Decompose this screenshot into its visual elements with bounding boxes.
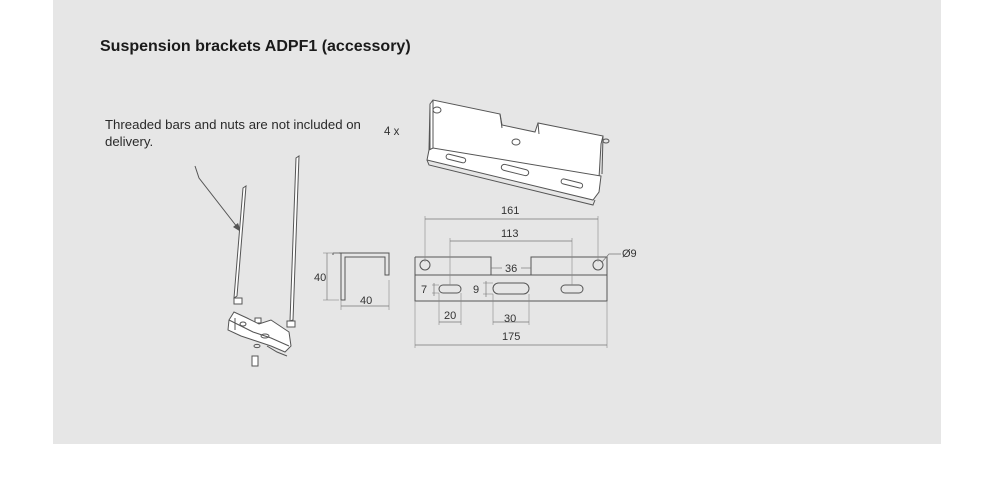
delivery-note: Threaded bars and nuts are not included … bbox=[105, 117, 361, 149]
dim-113: 113 bbox=[501, 228, 519, 240]
nut-icon bbox=[233, 297, 296, 367]
dim-30: 30 bbox=[504, 313, 516, 325]
threaded-bar-left bbox=[233, 185, 247, 299]
dim-20: 20 bbox=[444, 310, 456, 322]
diagram-panel: Suspension brackets ADPF1 (accessory) Th… bbox=[53, 0, 941, 444]
dim-hole-dia: Ø9 bbox=[622, 248, 637, 260]
dim-7: 7 bbox=[421, 284, 427, 296]
bracket-iso-view bbox=[426, 99, 610, 206]
dim-36: 36 bbox=[505, 263, 517, 275]
bracket-assembly-iso bbox=[227, 311, 292, 357]
page-title: Suspension brackets ADPF1 (accessory) bbox=[100, 38, 411, 55]
profile-width-dim: 40 bbox=[360, 295, 372, 307]
dim-175: 175 bbox=[502, 331, 520, 343]
profile-height-dim: 40 bbox=[314, 272, 326, 284]
note-leader bbox=[194, 165, 242, 233]
dim-161: 161 bbox=[501, 205, 519, 217]
bracket-side-profile: 40 40 bbox=[314, 252, 390, 310]
dim-9: 9 bbox=[473, 284, 479, 296]
threaded-bar-right bbox=[289, 155, 300, 322]
quantity-label: 4 x bbox=[384, 126, 400, 138]
technical-drawing: 40 40 161 bbox=[194, 99, 637, 367]
front-dimensions: 161 113 36 Ø9 7 9 bbox=[414, 205, 637, 348]
